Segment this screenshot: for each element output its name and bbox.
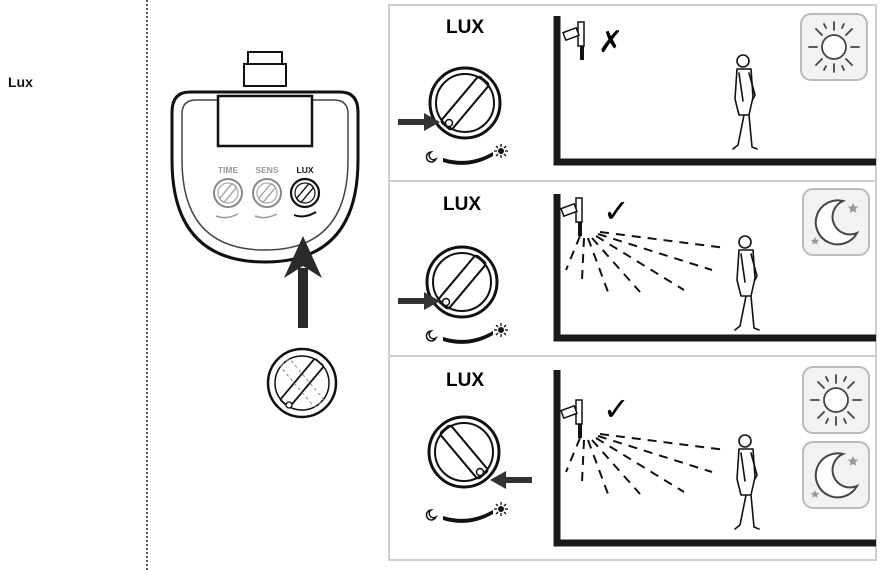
- motion-sensor-device: [170, 51, 360, 264]
- check-mark-icon: ✓: [603, 391, 630, 427]
- moon-sun-scale-icon: [425, 501, 509, 524]
- moon-icon: [802, 188, 870, 256]
- panel-2-heading: LUX: [443, 194, 481, 215]
- panel-2-knob: [425, 245, 499, 319]
- moon-sun-scale-icon: [425, 143, 509, 166]
- wall-floor: [553, 370, 876, 547]
- panel-3-heading: LUX: [446, 370, 484, 391]
- up-arrow-icon: [284, 236, 322, 328]
- section-title: Lux: [8, 74, 33, 90]
- person-icon: [734, 434, 760, 530]
- cross-mark-icon: ✗: [598, 26, 623, 59]
- check-mark-icon: ✓: [603, 193, 630, 229]
- lamp-on-icon: [560, 399, 583, 439]
- panel-1-knob: [428, 66, 502, 140]
- knob-label-lux: LUX: [297, 165, 314, 175]
- light-rays: [565, 433, 727, 495]
- knob-time[interactable]: [213, 178, 243, 208]
- knob-label-time: TIME: [218, 165, 239, 175]
- panel-1-heading: LUX: [446, 17, 484, 38]
- wall-floor: [553, 194, 876, 342]
- sun-icon: [800, 13, 868, 81]
- sun-icon: [802, 366, 870, 434]
- knob-sens[interactable]: [252, 178, 282, 208]
- wall-floor: [553, 16, 876, 166]
- moon-icon: [802, 441, 870, 509]
- moon-sun-scale-icon: [425, 322, 509, 345]
- person-icon: [732, 54, 758, 150]
- panel-3-knob: [427, 415, 501, 489]
- lamp-on-icon: [560, 197, 583, 237]
- dotted-divider: [146, 0, 148, 570]
- knob-label-sens: SENS: [255, 165, 278, 175]
- person-icon: [734, 235, 760, 331]
- panels-frame: [388, 4, 877, 561]
- knob-lux[interactable]: [289, 177, 321, 209]
- lamp-off-icon: [562, 21, 585, 61]
- lux-knob-zoom: [266, 347, 338, 419]
- pointer-arrow-icon: [490, 471, 532, 489]
- light-rays: [565, 231, 727, 293]
